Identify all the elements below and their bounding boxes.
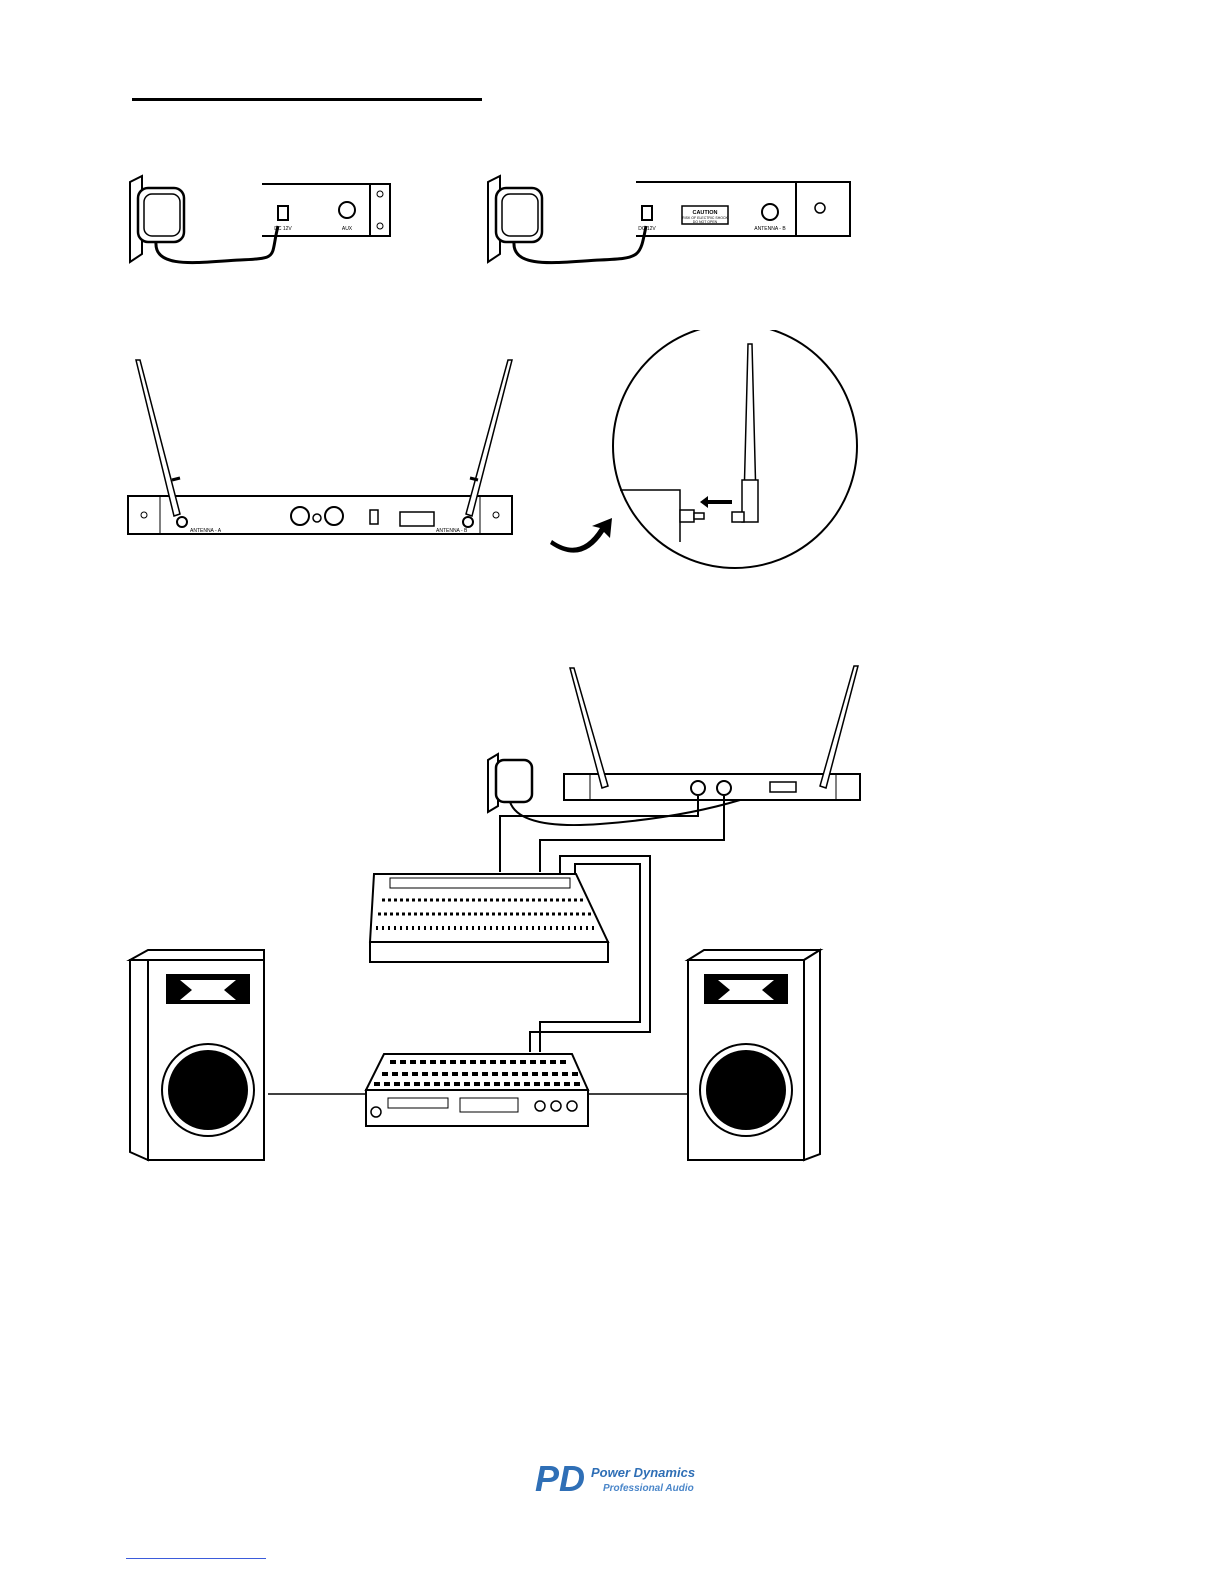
figure-power-connection: DC 12V AUX CAUTION RISK OF ELECTRIC SHOC… (120, 170, 880, 280)
figure-antenna-mounting: ANTENNA - A ANTENNA - B (120, 330, 870, 580)
logo-tagline: Professional Audio (603, 1483, 694, 1494)
curved-arrow-icon (550, 518, 612, 553)
header-rule (132, 98, 482, 101)
logo-mark: PD (535, 1458, 585, 1499)
antenna-right (466, 360, 512, 516)
rack-panel-right: CAUTION RISK OF ELECTRIC SHOCK DO NOT OP… (636, 182, 850, 236)
antenna-label-right: ANTENNA - B (754, 226, 786, 232)
receiver-unit (564, 666, 860, 800)
detail-callout (613, 330, 857, 568)
antenna-left (136, 360, 180, 516)
speaker-left (130, 950, 264, 1160)
rack-panel-left: DC 12V AUX (262, 184, 390, 236)
receiver-rear-panel: ANTENNA - A ANTENNA - B (128, 496, 512, 534)
socket-label-right: DC 12V (638, 226, 656, 232)
speaker-right (688, 950, 820, 1160)
brand-logo: PD Power Dynamics Professional Audio (533, 1455, 703, 1501)
amplifier (366, 1054, 588, 1126)
socket-label-left: DC 12V (274, 226, 292, 232)
jack-label-left: AUX (342, 226, 353, 232)
caution-line-2: DO NOT OPEN (693, 220, 718, 224)
antenna-label-b: ANTENNA - B (436, 528, 468, 534)
logo-brand: Power Dynamics (591, 1465, 695, 1480)
footer-rule (126, 1558, 266, 1559)
figure-system-setup (120, 660, 880, 1170)
mixer (370, 874, 608, 962)
antenna-label-a: ANTENNA - A (190, 528, 222, 534)
